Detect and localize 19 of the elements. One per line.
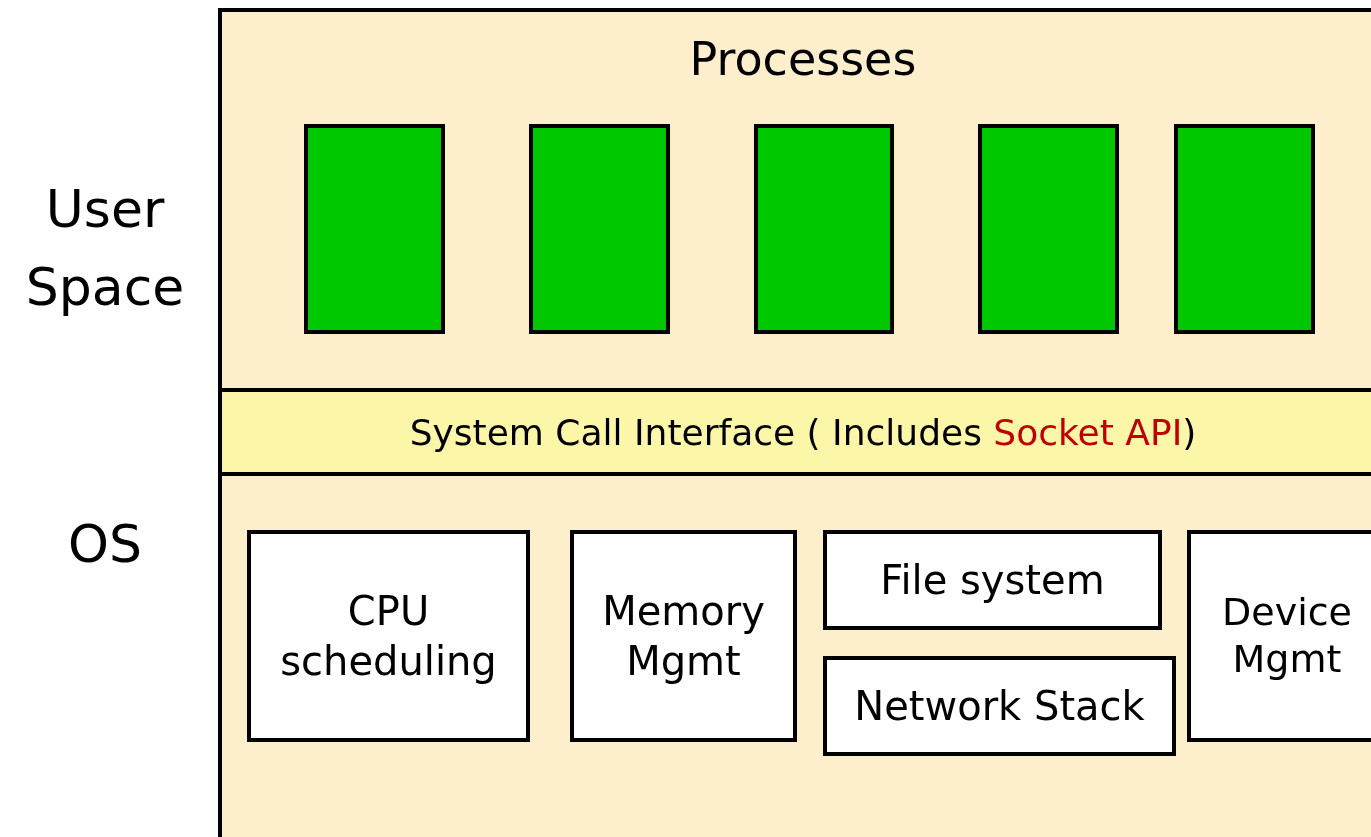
component-box <box>570 530 797 742</box>
process-box <box>529 124 670 334</box>
process-box <box>1174 124 1315 334</box>
component-label: Network Stack <box>853 682 1146 731</box>
component-label: Memory Mgmt <box>601 587 766 686</box>
component-box <box>247 530 530 742</box>
section-heading: Processes <box>688 32 918 86</box>
component-label: CPU scheduling <box>279 587 498 686</box>
component-box <box>823 656 1176 756</box>
layer-label: User Space <box>24 178 186 319</box>
component-label: File system <box>879 556 1106 605</box>
component-box <box>1187 530 1371 742</box>
band-label: System Call Interface ( Includes Socket API) <box>409 410 1197 455</box>
layer-label: OS <box>67 513 143 576</box>
component-box <box>823 530 1162 630</box>
process-box <box>304 124 445 334</box>
component-label: Device Mgmt <box>1221 588 1353 683</box>
process-box <box>754 124 894 334</box>
process-box <box>978 124 1119 334</box>
